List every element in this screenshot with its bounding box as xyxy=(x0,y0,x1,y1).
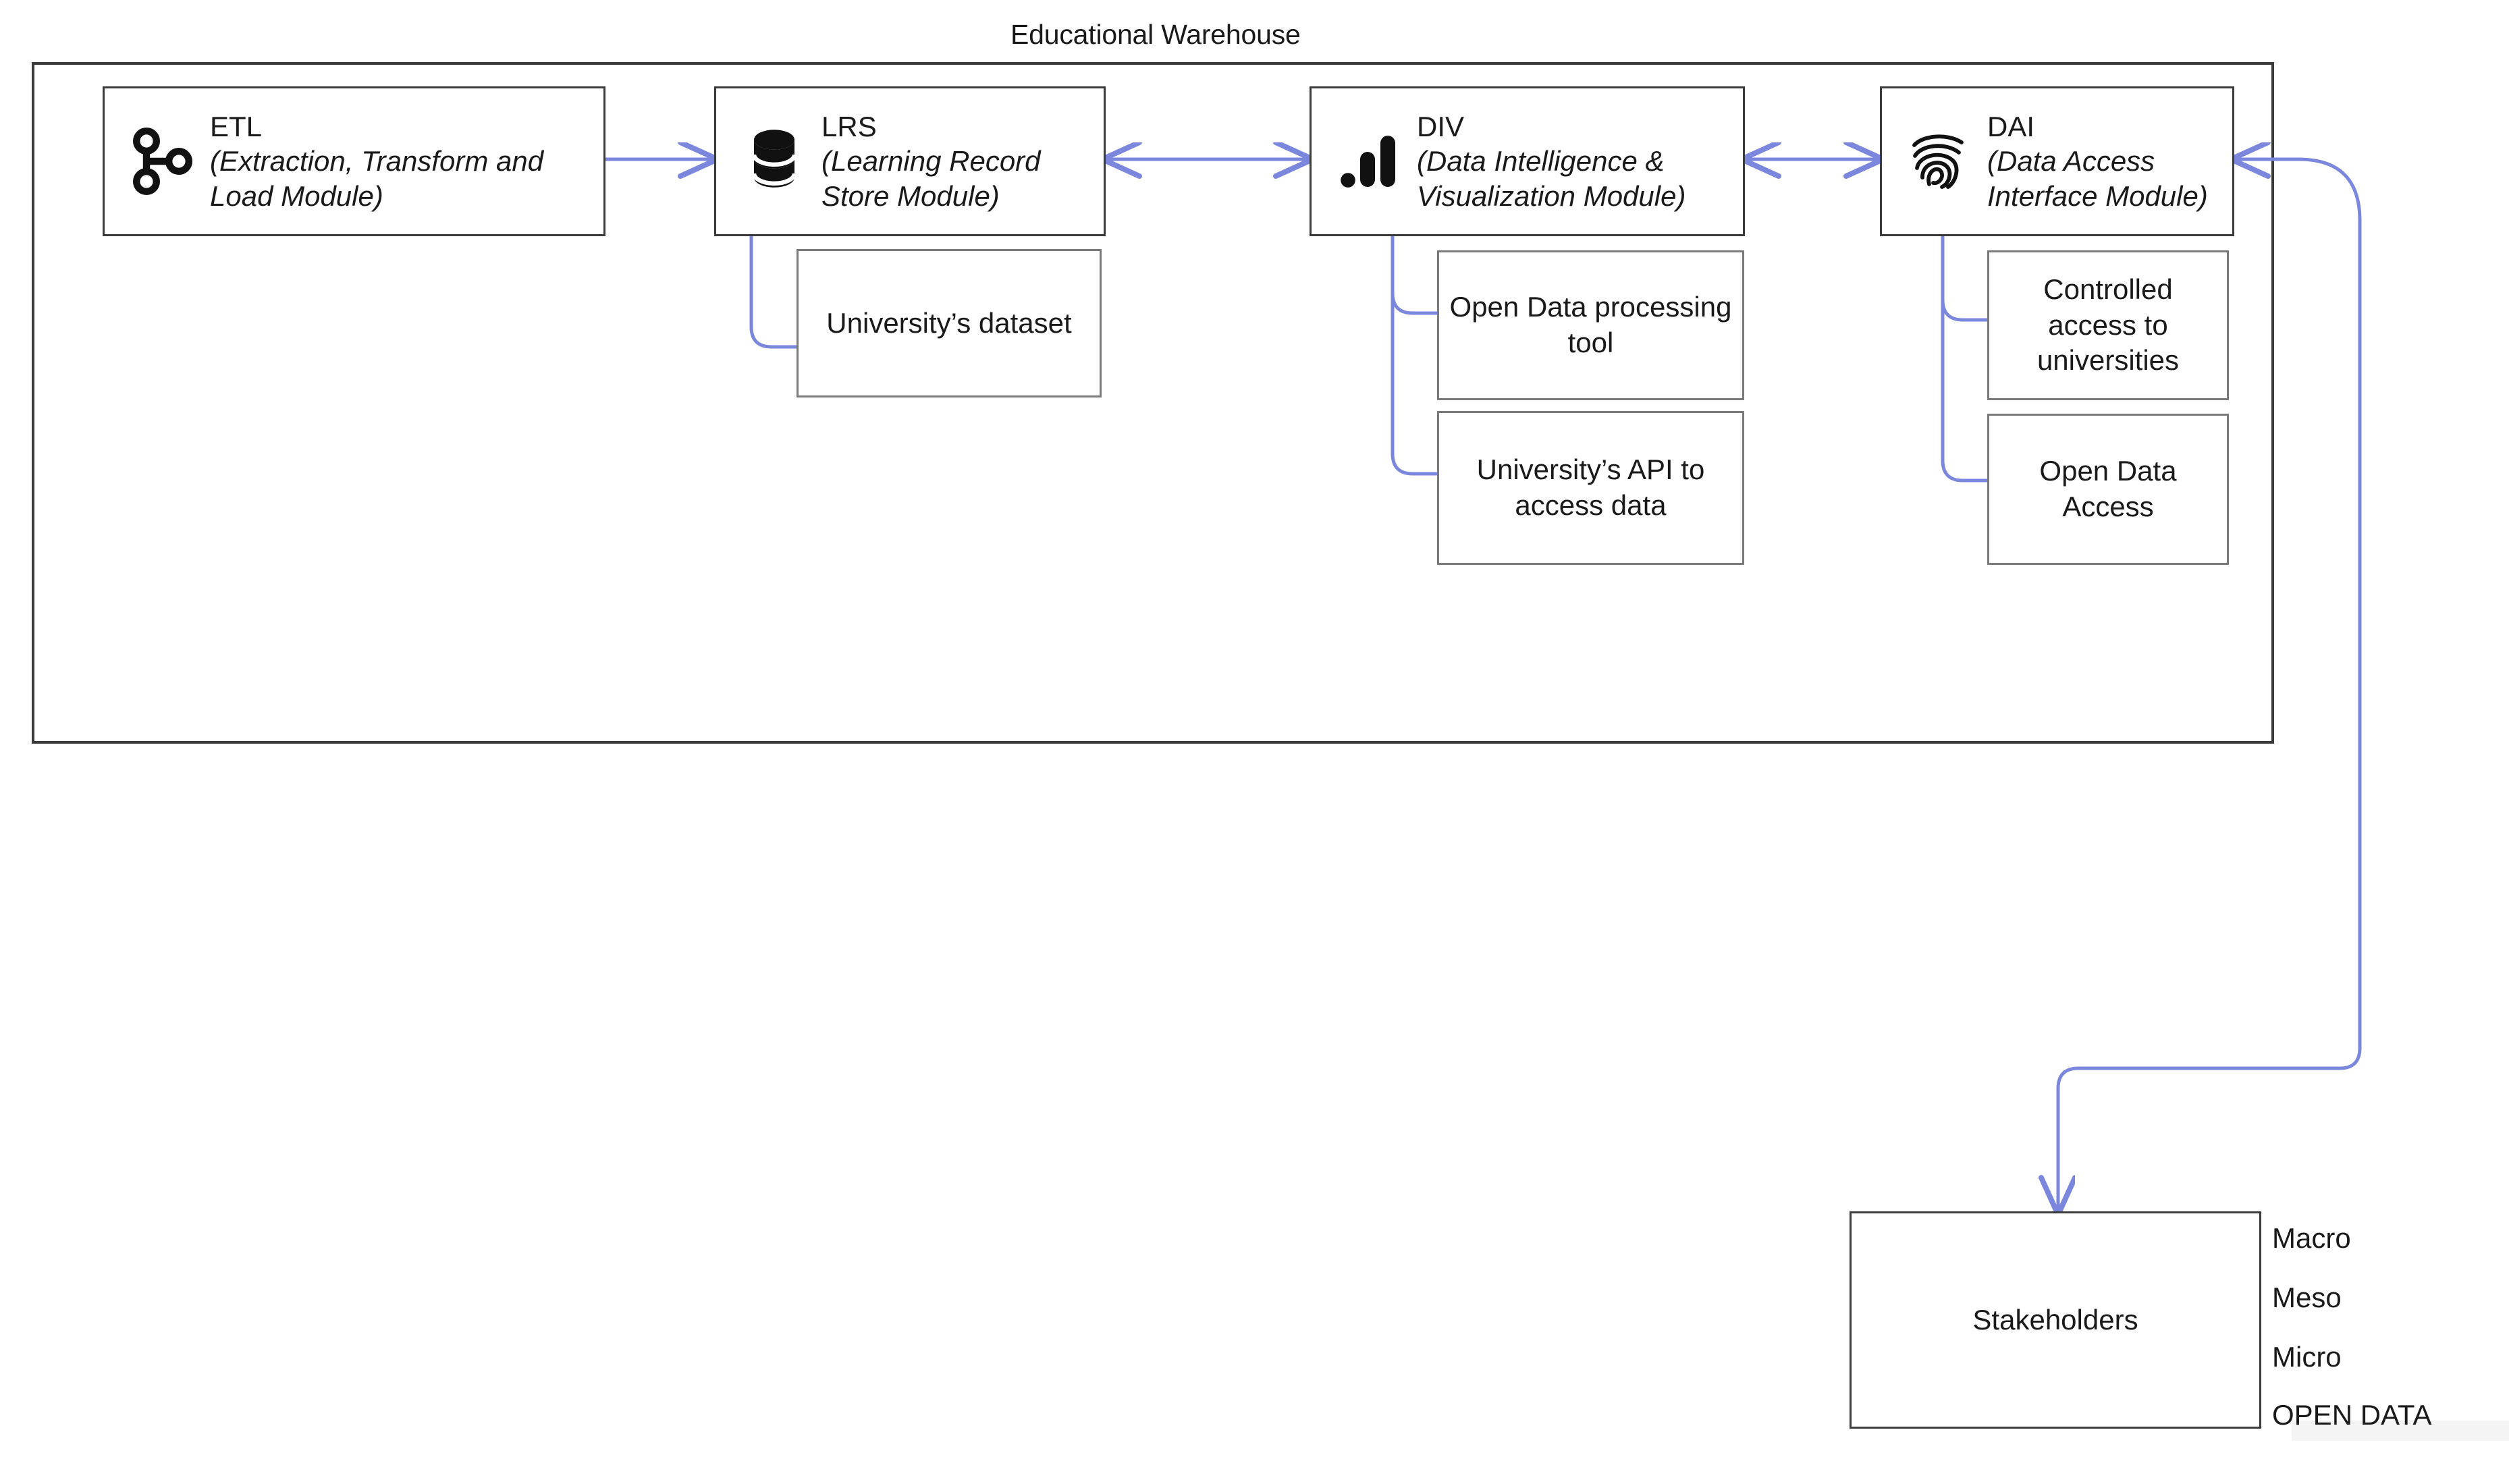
module-abbr-div: DIV xyxy=(1417,111,1465,143)
leaf-label-open-data-tool: Open Data processing tool xyxy=(1449,291,1732,358)
module-full-lrs: (Learning Record Store Module) xyxy=(821,145,1041,212)
stakeholder-level-macro: Macro xyxy=(2272,1222,2351,1254)
module-text-etl: ETL (Extraction, Transform and Load Modu… xyxy=(210,109,603,213)
leaf-box-controlled-access[interactable]: Controlled access to universities xyxy=(1987,250,2229,400)
background-strip xyxy=(2292,1421,2509,1441)
fingerprint-icon xyxy=(1899,126,1980,196)
bar-chart-icon xyxy=(1329,128,1410,195)
module-box-etl[interactable]: ETL (Extraction, Transform and Load Modu… xyxy=(103,86,605,236)
module-text-div: DIV (Data Intelligence & Visualization M… xyxy=(1417,109,1743,213)
stakeholder-level-micro: Micro xyxy=(2272,1341,2342,1373)
module-abbr-etl: ETL xyxy=(210,111,263,143)
leaf-label-open-data-access: Open Data Access xyxy=(2039,455,2177,522)
database-icon xyxy=(734,126,815,196)
module-full-dai: (Data Access Interface Module) xyxy=(1987,145,2208,212)
module-abbr-lrs: LRS xyxy=(821,111,877,143)
leaf-box-open-data-tool[interactable]: Open Data processing tool xyxy=(1437,250,1744,400)
leaf-label-university-api: University’s API to access data xyxy=(1476,454,1705,521)
stakeholders-label: Stakeholders xyxy=(1972,1304,2138,1336)
stakeholder-level-open-data: OPEN DATA xyxy=(2272,1399,2432,1431)
leaf-label-university-dataset: University’s dataset xyxy=(826,306,1072,339)
stakeholders-box[interactable]: Stakeholders xyxy=(1850,1211,2261,1429)
leaf-label-controlled-access: Controlled access to universities xyxy=(2036,273,2180,377)
module-box-div[interactable]: DIV (Data Intelligence & Visualization M… xyxy=(1310,86,1745,236)
module-full-etl: (Extraction, Transform and Load Module) xyxy=(210,145,544,212)
branch-merge-icon xyxy=(122,126,203,196)
module-abbr-dai: DAI xyxy=(1987,111,2035,143)
module-box-lrs[interactable]: LRS (Learning Record Store Module) xyxy=(714,86,1106,236)
leaf-box-university-api[interactable]: University’s API to access data xyxy=(1437,411,1744,565)
module-box-dai[interactable]: DAI (Data Access Interface Module) xyxy=(1880,86,2234,236)
stakeholder-level-meso: Meso xyxy=(2272,1282,2342,1313)
module-full-div: (Data Intelligence & Visualization Modul… xyxy=(1417,145,1686,212)
module-text-dai: DAI (Data Access Interface Module) xyxy=(1987,109,2232,213)
leaf-box-university-dataset[interactable]: University’s dataset xyxy=(797,249,1102,397)
leaf-box-open-data-access[interactable]: Open Data Access xyxy=(1987,414,2229,565)
warehouse-title: Educational Warehouse xyxy=(1010,19,1301,50)
module-text-lrs: LRS (Learning Record Store Module) xyxy=(821,109,1104,213)
